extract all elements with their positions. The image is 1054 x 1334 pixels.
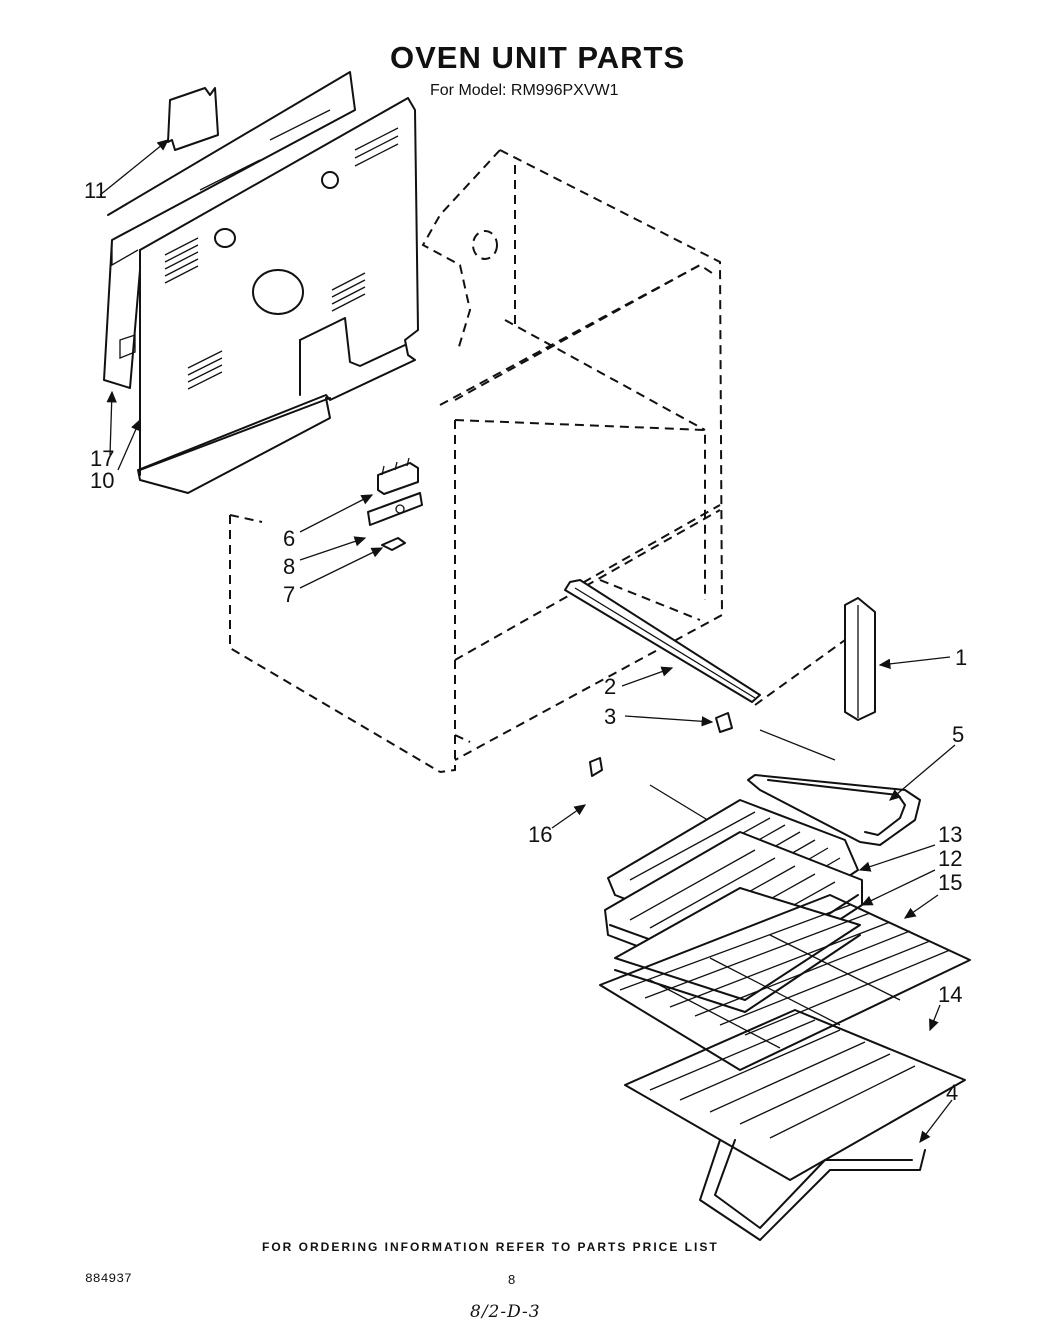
callout-10: 10: [90, 468, 114, 493]
callout-15: 15: [938, 870, 962, 895]
model-subtitle: For Model: RM996PXVW1: [430, 82, 619, 99]
callout-2: 2: [604, 674, 616, 699]
page-number: 8: [508, 1272, 516, 1287]
callout-8: 8: [283, 554, 295, 579]
handwritten-code: 8/2-D-3: [470, 1302, 541, 1322]
callout-7: 7: [283, 582, 295, 607]
callout-17: 17: [90, 446, 114, 471]
part-16-knob: [589, 757, 603, 777]
part-11-bracket: [167, 87, 219, 151]
callout-5: 5: [952, 722, 964, 747]
document-number: 884937: [85, 1271, 132, 1286]
part-8-plate: [367, 492, 423, 526]
callout-16: 16: [528, 822, 552, 847]
part-7-clip: [381, 537, 406, 551]
part-14-oven-rack: [599, 894, 971, 1071]
part-10-back-panel: [137, 97, 419, 494]
page-title: OVEN UNIT PARTS: [390, 40, 686, 75]
part-4-broil-element: [624, 1009, 966, 1241]
part-6-switch: [377, 457, 419, 495]
callout-6: 6: [283, 526, 295, 551]
callout-4: 4: [946, 1080, 958, 1105]
callout-11: 11: [84, 178, 107, 203]
part-2-rail: [564, 579, 761, 703]
oven-cavity-outline: [229, 149, 724, 773]
callout-leaders: [99, 139, 956, 1144]
callout-labels: 1 2 3 4 5 6 7 8 10 11 12 13 14 15 16 17: [84, 178, 967, 1105]
callout-13: 13: [938, 822, 962, 847]
callout-1: 1: [955, 645, 967, 670]
callout-3: 3: [604, 704, 616, 729]
part-3-clip: [715, 712, 733, 733]
part-17-rear-panel: [103, 71, 356, 389]
callout-14: 14: [938, 982, 962, 1007]
callout-12: 12: [938, 846, 962, 871]
ordering-info-note: FOR ORDERING INFORMATION REFER TO PARTS …: [262, 1240, 719, 1254]
part-1-trim: [754, 597, 876, 721]
